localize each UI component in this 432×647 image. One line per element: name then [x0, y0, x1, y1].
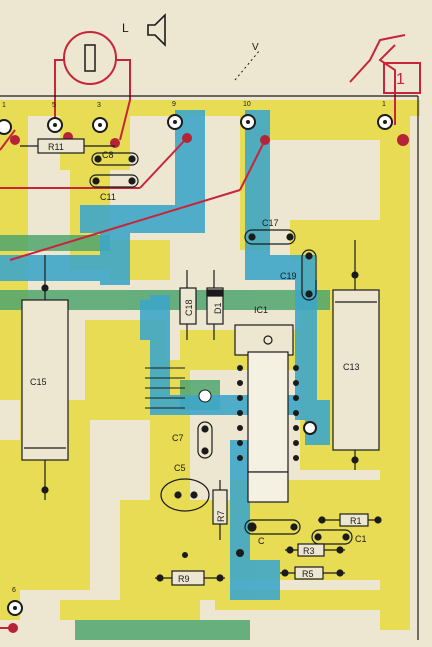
component-r11: R11: [20, 138, 115, 154]
svg-text:6: 6: [12, 587, 16, 594]
svg-text:C19: C19: [280, 271, 297, 281]
component-ic1: IC1: [234, 305, 294, 503]
connector-symbol: 1: [349, 34, 421, 94]
svg-text:9: 9: [172, 101, 176, 108]
svg-text:IC1: IC1: [254, 305, 268, 315]
components: R11 C8 C11 C17 C19: [20, 138, 382, 586]
pad-5: 5: [47, 102, 63, 133]
component-r1: R1: [318, 513, 382, 527]
voltage-label: V: [252, 42, 259, 53]
component-c1: C1: [311, 529, 367, 545]
pad-10: 10: [240, 101, 256, 130]
pad-1-right: 1: [377, 101, 393, 130]
svg-text:C1: C1: [355, 534, 367, 544]
svg-text:C11: C11: [100, 192, 116, 202]
svg-text:R3: R3: [303, 546, 315, 556]
component-c-bottom: C: [244, 519, 301, 546]
component-r5: R5: [280, 566, 345, 580]
connector-pads: 1 5 3 9 10 1 6: [0, 101, 393, 616]
component-c19: C19: [280, 249, 317, 301]
svg-text:C: C: [258, 536, 265, 546]
component-r7: R7: [212, 480, 228, 540]
pad-6: 6: [7, 587, 23, 616]
svg-text:C7: C7: [172, 433, 184, 443]
speaker-symbol: L: [63, 13, 166, 85]
ic1-pins: [182, 365, 317, 558]
svg-text:D1: D1: [213, 302, 223, 314]
svg-text:C18: C18: [184, 299, 194, 316]
svg-text:C15: C15: [30, 377, 47, 387]
red-wiring: [0, 44, 396, 629]
connector-label: 1: [396, 71, 405, 88]
component-r9: R9: [155, 570, 225, 586]
speaker-label: L: [122, 21, 129, 35]
component-c15: C15: [21, 255, 69, 500]
svg-text:R7: R7: [216, 510, 226, 522]
svg-text:C5: C5: [174, 463, 186, 473]
pad-9: 9: [167, 101, 183, 130]
svg-text:R1: R1: [350, 516, 362, 526]
svg-text:R9: R9: [178, 574, 190, 584]
component-c7: C7: [172, 421, 213, 459]
component-c13: C13: [332, 240, 380, 470]
component-c8: C8: [91, 150, 139, 166]
svg-text:R11: R11: [48, 142, 64, 152]
voltage-indicator: V: [234, 42, 261, 81]
pad-1: 1: [0, 102, 12, 135]
svg-text:1: 1: [2, 102, 6, 109]
component-c17: C17: [244, 218, 296, 245]
svg-text:C8: C8: [102, 150, 114, 160]
svg-text:C17: C17: [262, 218, 279, 228]
pad-3: 3: [92, 102, 108, 133]
svg-text:5: 5: [52, 102, 56, 109]
svg-text:3: 3: [97, 102, 101, 109]
component-c18: C18: [179, 270, 197, 340]
component-c11: C11: [89, 174, 139, 202]
svg-text:10: 10: [243, 101, 251, 108]
board-edge: [0, 95, 419, 640]
heatsink: [145, 367, 212, 409]
component-d1: D1: [206, 270, 224, 340]
component-c5: C5: [160, 463, 210, 512]
svg-text:R5: R5: [302, 569, 314, 579]
svg-text:C13: C13: [343, 362, 360, 372]
svg-text:1: 1: [382, 101, 386, 108]
component-r3: R3: [285, 543, 345, 557]
